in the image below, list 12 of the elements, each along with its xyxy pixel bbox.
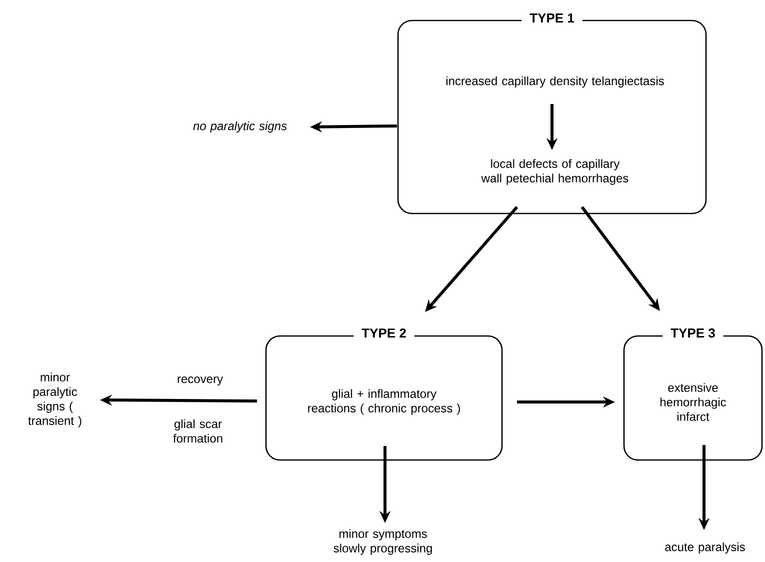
node-label: TYPE 2 bbox=[362, 328, 406, 338]
edge-label: recovery bbox=[176, 376, 224, 386]
node-label: TYPE 3 bbox=[670, 328, 715, 338]
process-box: TYPE 3 extensive hemorrhagic infarct bbox=[623, 327, 763, 461]
outcome-text: minor paralytic signs ( transient ) bbox=[28, 372, 82, 428]
annotation-text: glial scar formation bbox=[173, 419, 222, 443]
outcome-text: minor symptoms slowly progressing bbox=[334, 529, 432, 555]
outcome-text: acute paralysis bbox=[665, 542, 745, 554]
outcome-text: local defects of capillary wall petechial hemorrhages bbox=[481, 159, 628, 185]
outcome-text: increased capillary density telangiectasis bbox=[446, 76, 664, 88]
process-box: TYPE 2 glial + inflammatory reactions ( chronic process ) bbox=[265, 327, 503, 461]
outcome-text: no paralytic signs bbox=[193, 121, 287, 133]
